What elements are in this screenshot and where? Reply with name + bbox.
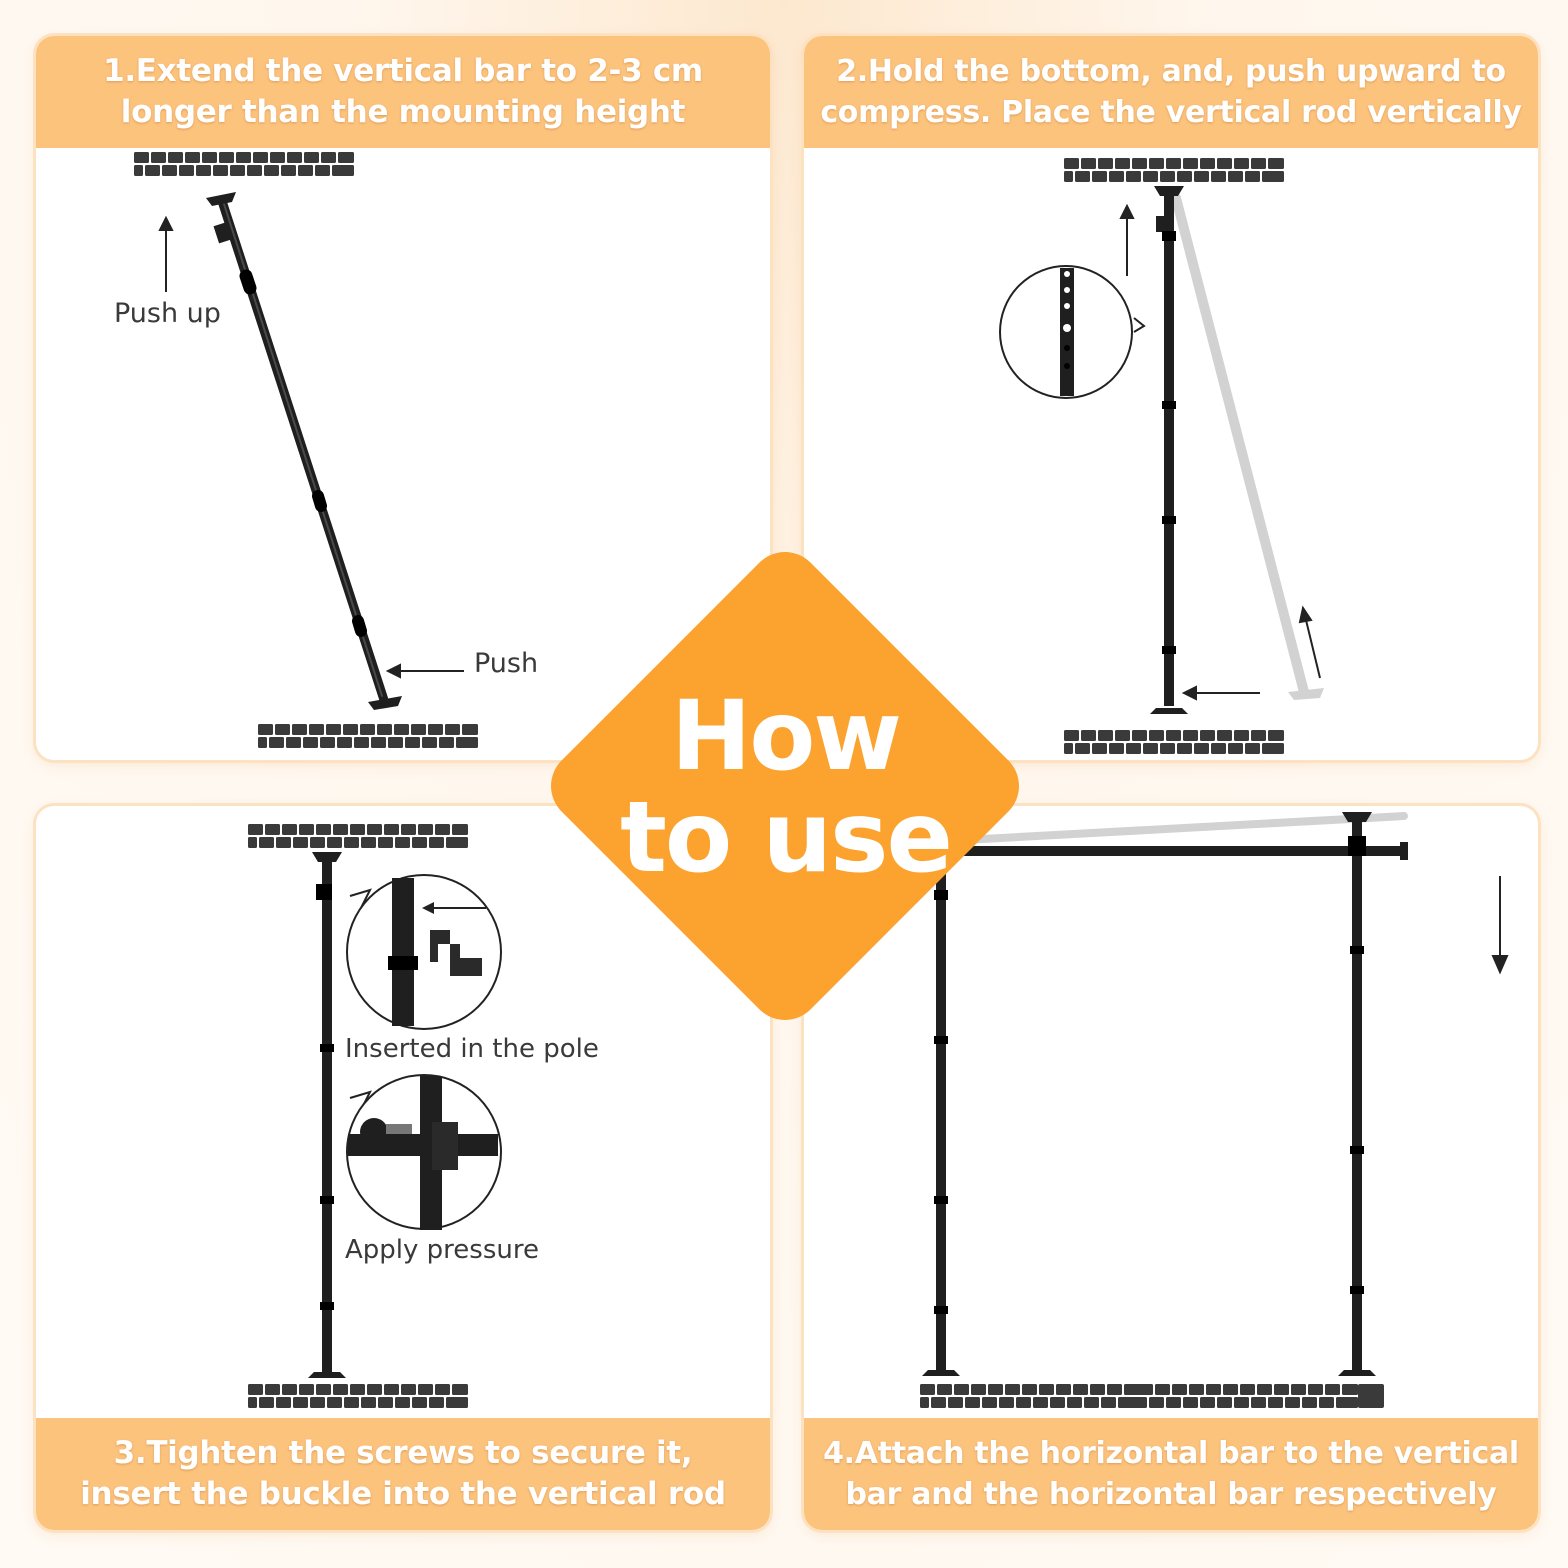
step-2-caption-line-1: 2.Hold the bottom, and, push upward to xyxy=(836,54,1506,89)
how-to-use-badge: How to use xyxy=(536,537,1034,1035)
badge-line-1: How xyxy=(671,680,902,792)
step-4-caption-line-2: bar and the horizontal bar respectively xyxy=(845,1477,1497,1512)
buckle-clip-icon xyxy=(346,874,502,1030)
push-label: Push xyxy=(474,648,539,679)
step-1-caption-line-1: 1.Extend the vertical bar to 2-3 cm xyxy=(103,53,703,89)
push-up-label: Push up xyxy=(114,298,221,329)
telescopic-rod-ghost-icon xyxy=(1171,193,1324,700)
step-3-panel: 3.Tighten the screws to secure it, inser… xyxy=(36,806,770,1530)
step-1-panel: 1.Extend the vertical bar to 2-3 cm long… xyxy=(36,36,770,760)
step-4-panel: 4.Attach the horizontal bar to the verti… xyxy=(804,806,1538,1530)
arrow-icon xyxy=(1491,876,1509,975)
telescopic-rod-icon xyxy=(206,192,402,710)
step-3-caption-line-2: insert the buckle into the vertical rod xyxy=(80,1476,726,1512)
inserted-in-pole-label: Inserted in the pole xyxy=(345,1034,599,1064)
telescopic-rod-icon xyxy=(922,862,960,1376)
telescopic-rod-icon xyxy=(1150,186,1188,714)
apply-pressure-label: Apply pressure xyxy=(345,1235,539,1265)
arrow-icon xyxy=(1119,203,1321,701)
step-4-caption: 4.Attach the horizontal bar to the verti… xyxy=(804,1418,1538,1530)
step-1-illustration xyxy=(134,152,478,748)
step-4-illustration xyxy=(920,812,1509,1408)
horizontal-bar-icon xyxy=(944,842,1408,860)
arrow-icon xyxy=(158,215,464,679)
step-3-illustration xyxy=(248,824,502,1408)
step-1-caption: 1.Extend the vertical bar to 2-3 cm long… xyxy=(36,36,770,148)
zoom-callout-icon xyxy=(999,265,1146,399)
step-2-panel: 2.Hold the bottom, and, push upward to c… xyxy=(804,36,1538,760)
step-3-caption: 3.Tighten the screws to secure it, inser… xyxy=(36,1418,770,1530)
step-2-caption-line-2: compress. Place the vertical rod vertica… xyxy=(820,95,1522,130)
step-3-caption-line-1: 3.Tighten the screws to secure it, xyxy=(113,1435,693,1471)
step-1-caption-line-2: longer than the mounting height xyxy=(120,94,686,130)
step-2-caption: 2.Hold the bottom, and, push upward to c… xyxy=(804,36,1538,148)
telescopic-rod-icon xyxy=(308,852,346,1378)
screw-icon xyxy=(346,1074,502,1230)
horizontal-bar-ghost-icon xyxy=(960,812,1408,844)
step-2-illustration xyxy=(999,158,1324,754)
badge-line-2: to use xyxy=(620,781,953,895)
step-4-caption-line-1: 4.Attach the horizontal bar to the verti… xyxy=(823,1436,1519,1471)
brick-surface-icon xyxy=(920,1384,1384,1408)
telescopic-rod-icon xyxy=(1338,812,1376,1376)
